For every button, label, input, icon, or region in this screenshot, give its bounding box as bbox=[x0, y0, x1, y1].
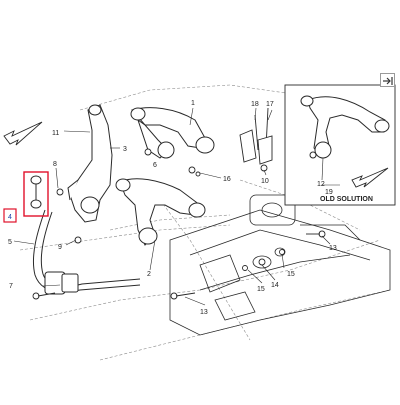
callout-4: 4 bbox=[8, 214, 12, 221]
callout-11: 11 bbox=[52, 130, 59, 137]
stabilizer-link-highlight-box bbox=[23, 171, 49, 217]
nut-15a bbox=[242, 265, 248, 271]
callout-16: 16 bbox=[223, 176, 231, 183]
callout-1: 1 bbox=[191, 100, 195, 107]
inset-control-arm bbox=[300, 95, 390, 159]
callout-14: 14 bbox=[271, 282, 279, 289]
callout-12: 12 bbox=[317, 181, 325, 188]
nut-16b bbox=[195, 171, 201, 177]
bolt-9 bbox=[74, 236, 82, 244]
inset-title: OLD SOLUTION bbox=[320, 196, 373, 203]
callout-9: 9 bbox=[58, 244, 62, 251]
callout-6: 6 bbox=[153, 162, 157, 169]
callout-10: 10 bbox=[261, 178, 269, 185]
inset-view-arrow-icon bbox=[351, 167, 389, 188]
callout-18: 18 bbox=[251, 101, 259, 108]
front-view-arrow-icon bbox=[3, 121, 43, 146]
callout-4-highlight-box bbox=[3, 208, 17, 223]
callout-19: 19 bbox=[325, 189, 333, 196]
callout-3: 3 bbox=[123, 146, 127, 153]
wheel-knuckle bbox=[67, 104, 113, 223]
callout-5: 5 bbox=[8, 239, 12, 246]
bolt-8 bbox=[56, 188, 64, 196]
leader-lines bbox=[13, 107, 340, 306]
lower-control-arm bbox=[115, 178, 206, 246]
nut-6 bbox=[144, 148, 152, 156]
callout-17: 17 bbox=[266, 101, 274, 108]
callout-8: 8 bbox=[53, 161, 57, 168]
height-sensor-assembly bbox=[239, 107, 273, 172]
callout-13-bottom: 13 bbox=[200, 309, 208, 316]
callout-7: 7 bbox=[9, 283, 13, 290]
stabilizer-bar bbox=[32, 209, 141, 295]
callout-labels: 1 2 3 5 6 7 8 9 10 11 12 13 13 14 15 15 … bbox=[8, 100, 337, 316]
callout-15-left: 15 bbox=[257, 286, 265, 293]
nut-16 bbox=[188, 166, 196, 174]
stabilizer-link bbox=[30, 175, 42, 209]
callout-2: 2 bbox=[147, 271, 151, 278]
nut-15b bbox=[279, 249, 285, 255]
expand-arrow-icon bbox=[383, 77, 393, 85]
callout-13-right: 13 bbox=[329, 245, 337, 252]
fasteners bbox=[32, 148, 326, 300]
callout-15-right: 15 bbox=[287, 271, 295, 278]
subframe bbox=[169, 194, 391, 336]
washer-14 bbox=[258, 258, 266, 266]
old-solution-inset: OLD SOLUTION bbox=[284, 84, 396, 206]
upper-control-arm bbox=[130, 107, 215, 159]
expand-button[interactable] bbox=[380, 73, 395, 87]
